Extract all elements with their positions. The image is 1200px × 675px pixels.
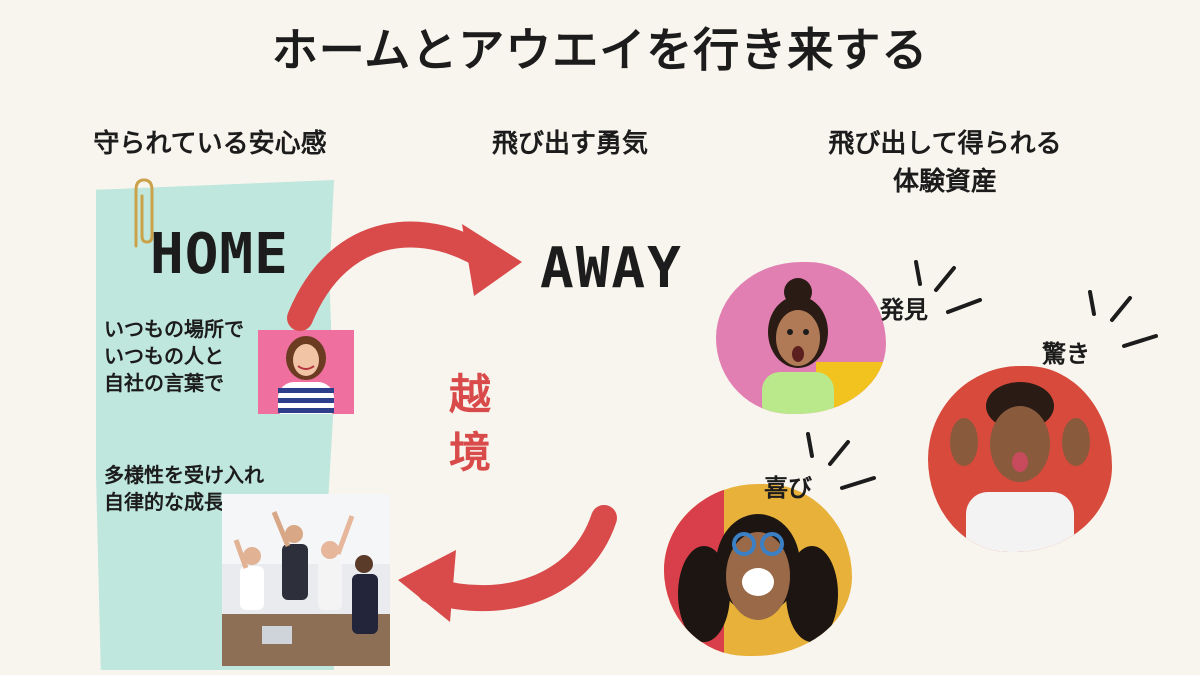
page-title: ホームとアウエイを行き来する [271,23,929,77]
heading-home-security: 守られている安心感 [93,129,327,159]
office-team-photo [222,494,390,666]
office-team-illustration [222,494,390,666]
arrow-to-home-icon [417,505,617,612]
discovery-burst-icon [914,260,982,314]
heading-experience-assets-line2: 体験資産 [892,167,997,197]
laughing-woman-illustration [664,484,838,656]
cross-border-char2: 境 [448,428,491,477]
woman-illustration [278,336,334,414]
heading-courage: 飛び出す勇気 [491,129,648,159]
heading-experience-assets-line1: 飛び出して得られる [828,129,1062,159]
arrow-to-away-icon [287,221,505,331]
discovery-photo [716,262,886,414]
cross-border-char1: 越 [448,370,491,419]
surprise-label: 驚き [1042,340,1090,368]
joy-label: 喜び [764,474,812,502]
surprise-photo [928,366,1112,552]
surprised-man-illustration [950,382,1090,552]
joy-burst-icon [806,432,876,490]
joy-photo [664,484,852,656]
arrow-to-away-head-icon [462,224,522,296]
home-text-line3: 自社の言葉で [104,371,224,395]
away-label: AWAY [540,236,683,301]
surprised-woman-illustration [762,278,886,414]
cross-border-label: 越 境 [440,366,500,482]
woman-photo [258,330,354,414]
arrow-to-home-head-icon [398,550,456,622]
home-growth-line2: 自律的な成長 [104,490,224,514]
home-label: HOME [150,222,289,287]
home-growth-line1: 多様性を受け入れ [104,463,264,487]
discovery-label: 発見 [880,296,928,324]
surprise-burst-icon [1088,290,1158,348]
paperclip-icon [134,178,154,248]
home-text-line2: いつもの人と [104,344,224,368]
home-text-line1: いつもの場所で [104,317,244,341]
